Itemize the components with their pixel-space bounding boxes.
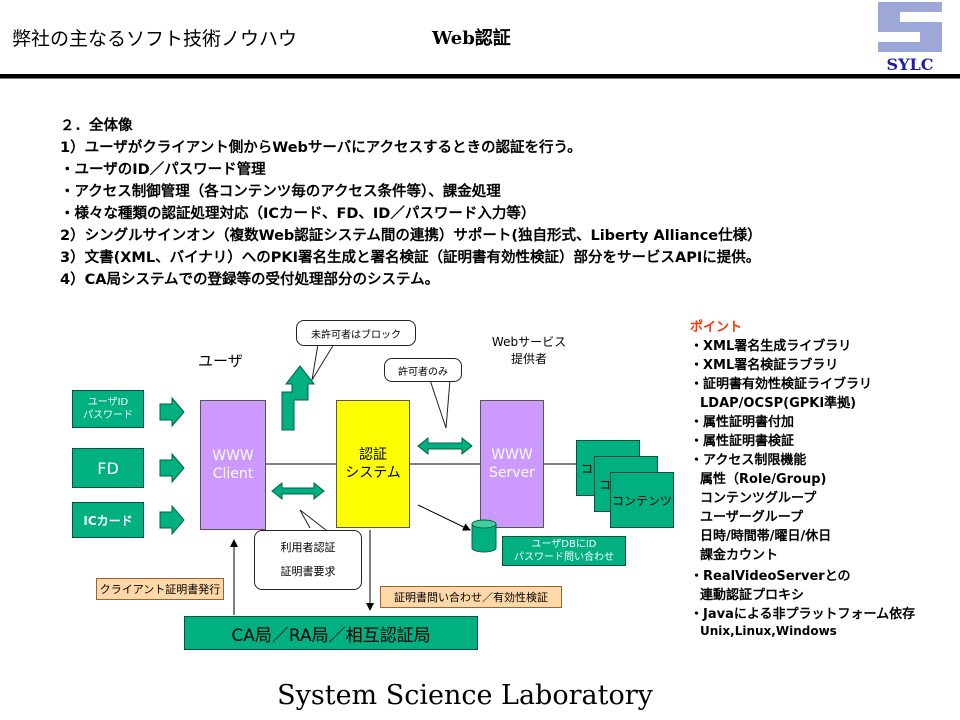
point-item: ・XML署名生成ライブラリ xyxy=(690,339,852,354)
logo-bar-2 xyxy=(878,12,900,22)
body-line: 4）CA局システムでの登録等の受付処理部分のシステム。 xyxy=(60,272,440,288)
body-line: 2）シングルサインオン（複数Web認証システム間の連携）サポート(独自形式、Li… xyxy=(60,228,762,244)
input-ic-card: ICカード xyxy=(72,502,144,538)
point-item: ・属性証明書付加 xyxy=(690,415,795,430)
block-up-arrow xyxy=(281,365,316,431)
point-item: ・属性証明書検証 xyxy=(690,434,795,449)
point-item: ・アクセス制限機能 xyxy=(690,453,807,468)
body-line: ・アクセス制御管理（各コンテンツ毎のアクセス条件等）、課金処理 xyxy=(60,184,501,200)
body-line: ・様々な種類の認証処理対応（ICカード、FD、ID／パスワード入力等） xyxy=(60,206,536,222)
callout-tail xyxy=(299,509,327,531)
body-line: 1）ユーザがクライアント側からWebサーバにアクセスするときの認証を行う。 xyxy=(60,140,582,156)
provider-label: Webサービス 提供者 xyxy=(491,335,567,366)
double-arrow-auth-server xyxy=(417,436,473,456)
input-fd: FD xyxy=(72,448,144,488)
sylc-logo: SYLC xyxy=(872,0,944,74)
logo-bar-1 xyxy=(878,2,942,12)
input-arrow xyxy=(159,396,185,428)
user-label: ユーザ xyxy=(198,352,243,370)
point-item: 属性（Role/Group) xyxy=(700,472,827,487)
point-item: ・Javaによる非プラットフォーム依存 xyxy=(690,607,916,622)
point-item: 日時/時間帯/曜日/休日 xyxy=(700,529,832,544)
db-query-label: ユーザDBにID パスワード問い合わせ xyxy=(502,536,626,566)
logo-bar-5 xyxy=(878,42,942,52)
point-item: ユーザーグループ xyxy=(700,510,803,525)
body-line: ２．全体像 xyxy=(60,118,133,134)
client-cert-issue-label: クライアント証明書発行 xyxy=(96,578,224,600)
callout-tail xyxy=(311,343,335,381)
logo-text: SYLC xyxy=(887,55,934,74)
input-arrow xyxy=(159,452,185,484)
point-item: LDAP/OCSP(GPKI準拠) xyxy=(700,396,857,411)
header-title: 弊社の主なるソフト技術ノウハウ xyxy=(12,28,298,50)
body-line: 3）文書(XML、バイナリ）へのPKI署名生成と署名検証（証明書有効性検証）部分… xyxy=(60,250,761,266)
input-id-password: ユーザID パスワード xyxy=(72,390,144,428)
point-item: ・RealVideoServerとの xyxy=(690,569,851,584)
double-arrow-client-auth xyxy=(271,481,325,501)
point-item: コンテンツグループ xyxy=(700,491,817,506)
point-item: 課金カウント xyxy=(700,548,779,563)
content-box-front: コンテンツ xyxy=(610,472,674,528)
body-line: ・ユーザのID／パスワード管理 xyxy=(60,162,266,178)
cert-query-label: 証明書問い合わせ／有効性検証 xyxy=(380,586,562,608)
www-client: WWW Client xyxy=(200,400,266,530)
point-item: Unix,Linux,Windows xyxy=(700,624,837,638)
callout-block: 未許可者はブロック xyxy=(296,320,416,346)
point-item: 連動認証プロキシ xyxy=(700,588,805,603)
auth-system: 認証 システム xyxy=(336,400,410,528)
db-arrow xyxy=(417,504,471,531)
logo-bar-4 xyxy=(920,32,942,42)
callout-tail xyxy=(429,379,451,429)
point-item: ・XML署名検証ラブラリ xyxy=(690,358,839,373)
header-divider-shadow xyxy=(0,78,960,79)
points-title: ポイント xyxy=(690,320,743,335)
callout-allow: 許可者のみ xyxy=(384,358,462,382)
input-arrow xyxy=(159,504,185,536)
ca-box: CA局／RA局／相互認証局 xyxy=(184,616,478,650)
header-subtitle: Web認証 xyxy=(432,28,511,49)
footer-company-name: System Science Laboratory xyxy=(277,680,653,711)
logo-bar-3 xyxy=(878,22,942,32)
point-item: ・証明書有効性検証ライブラリ xyxy=(690,377,873,392)
sylc-logo-mark: SYLC xyxy=(878,2,942,74)
header-divider xyxy=(0,74,960,78)
callout-user-auth: 利用者認証 証明書要求 xyxy=(254,530,362,590)
www-server: WWW Server xyxy=(480,400,544,528)
user-db-icon xyxy=(471,519,497,553)
